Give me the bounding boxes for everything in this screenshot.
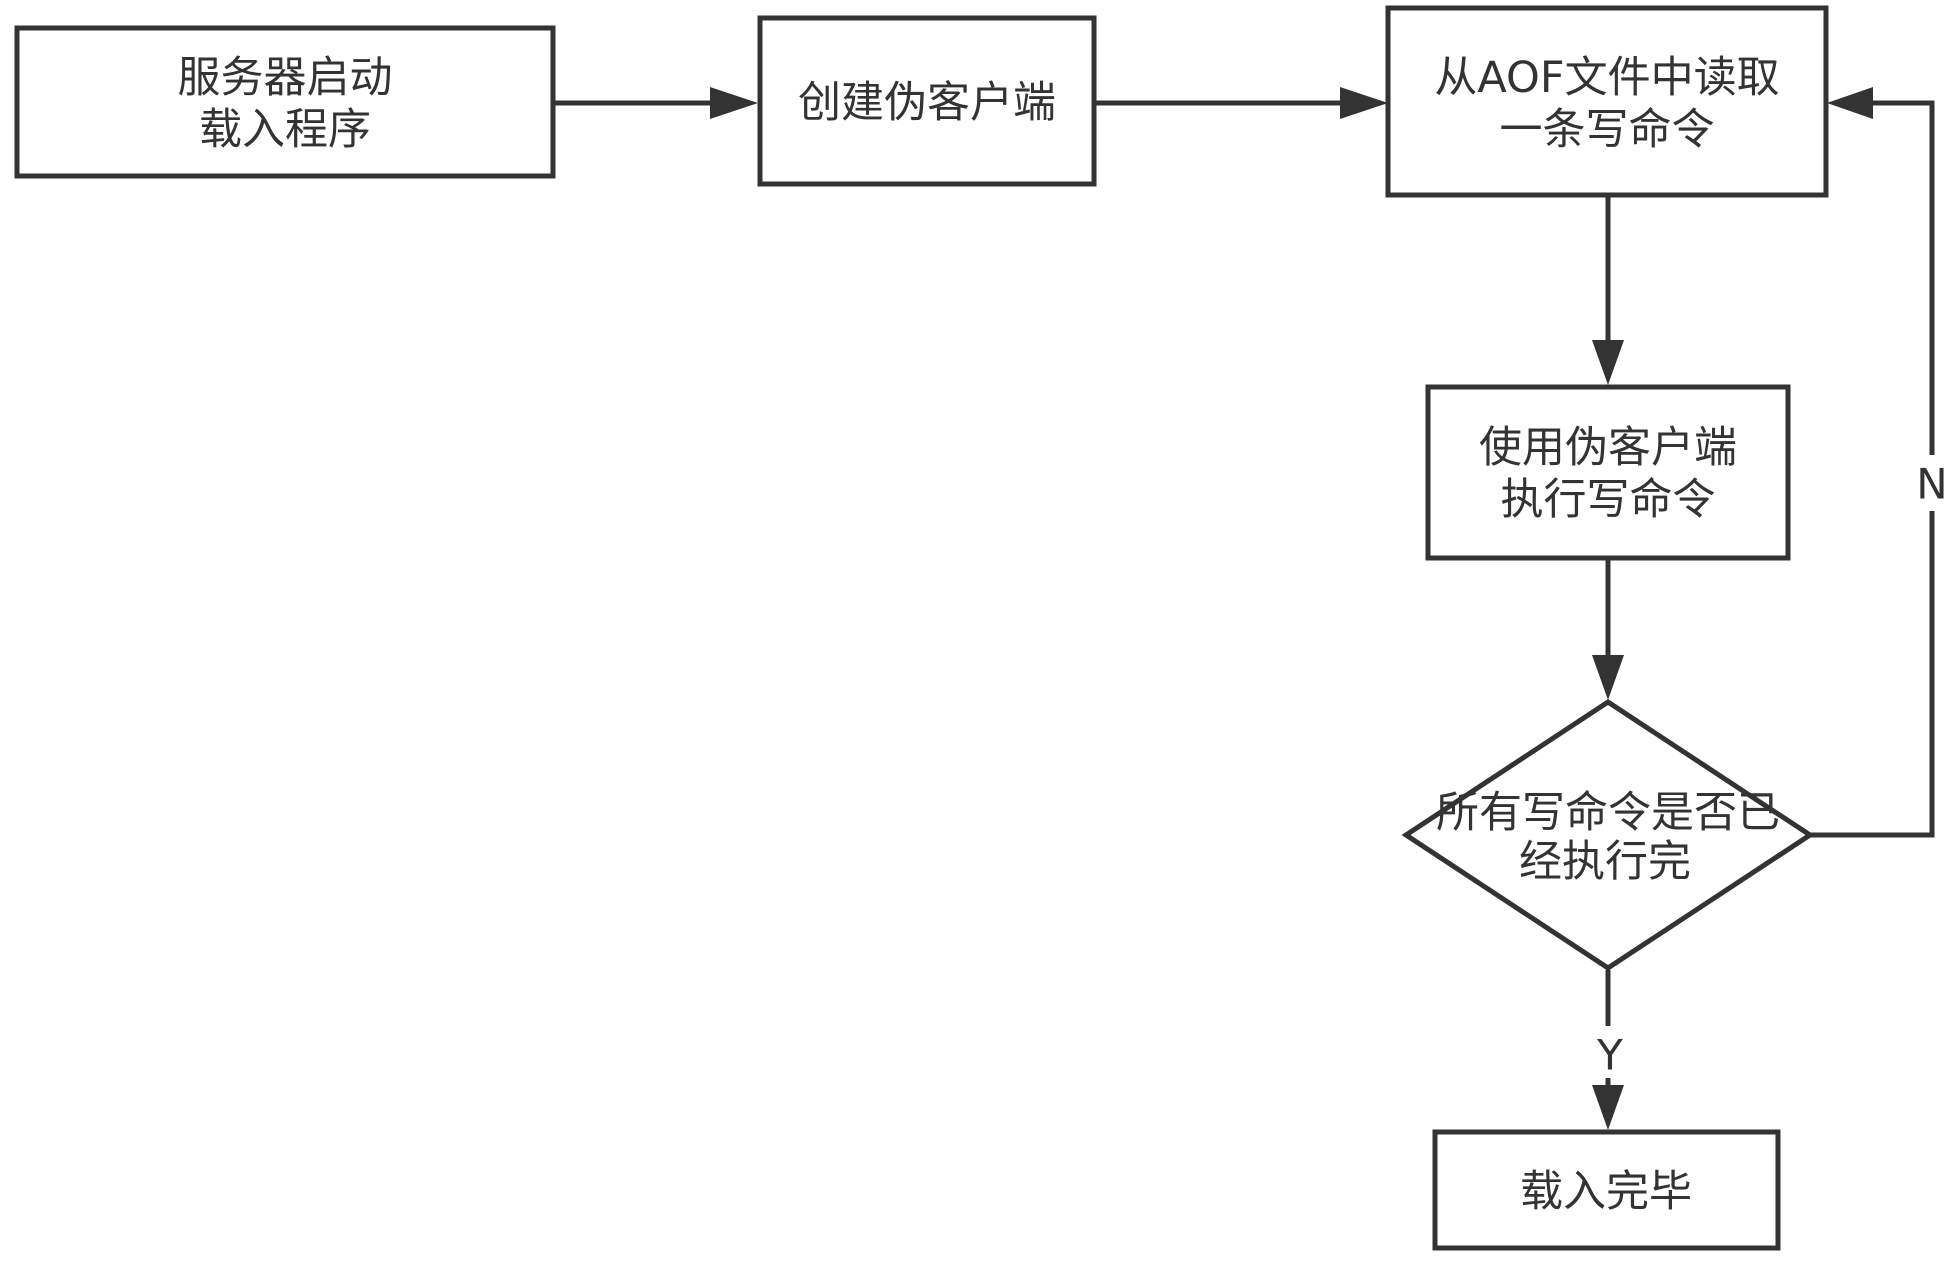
node-read-command: 从AOF文件中读取 一条写命令 bbox=[1385, 5, 1829, 198]
node-start-line-2: 载入程序 bbox=[199, 105, 371, 155]
node-check-done: 所有写命令是否已 经执行完 bbox=[1401, 699, 1815, 971]
arrowhead-create-client bbox=[710, 87, 758, 119]
arrowhead-execute-command bbox=[1592, 340, 1624, 385]
node-check-done-line-1: 所有写命令是否已 bbox=[1436, 788, 1780, 838]
yes-label-bg bbox=[1588, 1026, 1628, 1078]
edge-label-yes: Y bbox=[1596, 1031, 1623, 1080]
no-label-bg bbox=[1910, 455, 1950, 511]
node-check-done-line-2: 经执行完 bbox=[1519, 837, 1691, 887]
node-finish: 载入完毕 bbox=[1432, 1129, 1781, 1251]
node-execute-command-line-1: 使用伪客户端 bbox=[1479, 423, 1737, 473]
arrowhead-finish bbox=[1592, 1085, 1624, 1130]
arrowhead-loop-back bbox=[1827, 87, 1873, 119]
arrowhead-check-done bbox=[1592, 655, 1624, 700]
edges bbox=[553, 87, 1935, 1130]
node-create-client: 创建伪客户端 bbox=[757, 15, 1097, 187]
arrowhead-read-command bbox=[1340, 87, 1388, 119]
node-start-line-1: 服务器启动 bbox=[178, 53, 393, 103]
node-execute-command-line-2: 执行写命令 bbox=[1501, 475, 1716, 525]
edge-label-no: N bbox=[1916, 460, 1947, 509]
node-start: 服务器启动 载入程序 bbox=[14, 25, 556, 179]
node-read-command-line-2: 一条写命令 bbox=[1500, 105, 1715, 155]
node-read-command-line-1: 从AOF文件中读取 bbox=[1434, 53, 1779, 103]
node-create-client-line-1: 创建伪客户端 bbox=[798, 78, 1056, 128]
node-finish-line-1: 载入完毕 bbox=[1520, 1167, 1692, 1217]
node-execute-command: 使用伪客户端 执行写命令 bbox=[1425, 384, 1791, 561]
